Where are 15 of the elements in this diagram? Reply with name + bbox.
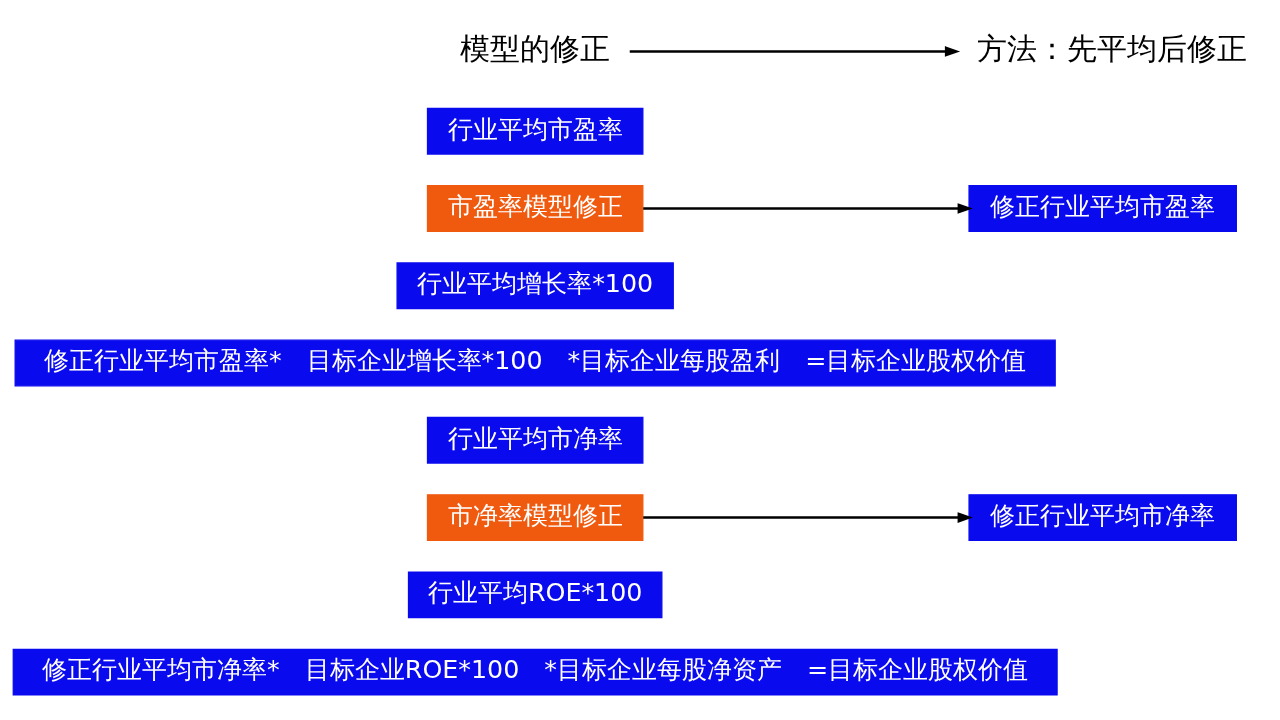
node-box: 市净率模型修正 — [426, 493, 644, 541]
node-box: 修正行业平均市净率* 目标企业ROE*100 *目标企业每股净资产 =目标企业股权价值 — [12, 648, 1058, 696]
node-text: 方法：先平均后修正 — [976, 30, 1247, 66]
arrow — [643, 511, 973, 523]
node-box: 市盈率模型修正 — [426, 184, 644, 232]
node-box: 修正行业平均市净率 — [968, 493, 1237, 541]
node-box: 行业平均ROE*100 — [407, 570, 663, 618]
node-box: 行业平均市净率 — [426, 416, 644, 464]
node-box: 修正行业平均市盈率 — [968, 184, 1237, 232]
node-box: 修正行业平均市盈率* 目标企业增长率*100 *目标企业每股盈利 =目标企业股权价值 — [14, 339, 1056, 386]
node-text: 模型的修正 — [460, 30, 611, 66]
arrow — [629, 45, 961, 57]
node-box: 行业平均增长率*100 — [396, 261, 674, 309]
arrow — [643, 202, 973, 214]
node-box: 行业平均市盈率 — [426, 107, 644, 155]
